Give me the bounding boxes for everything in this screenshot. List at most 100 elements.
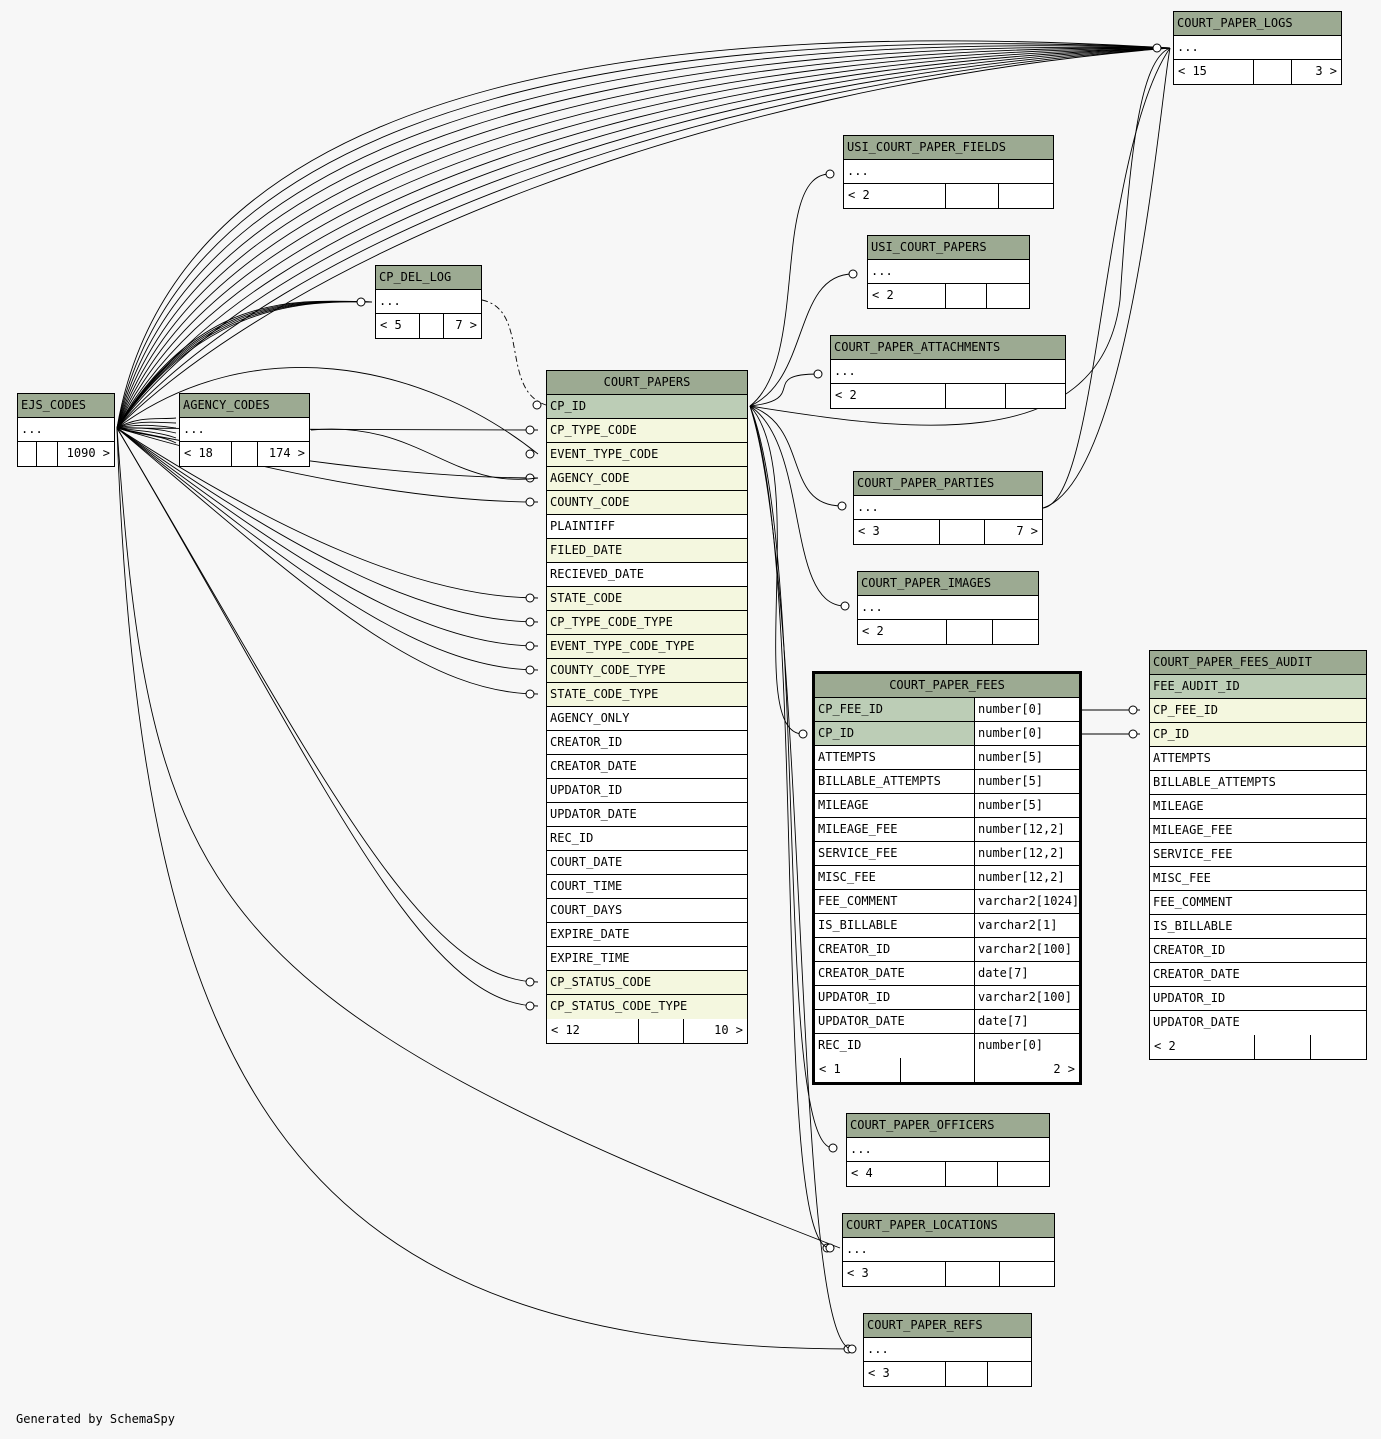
column-row[interactable]: CREATOR_ID xyxy=(547,731,747,755)
column-row[interactable]: UPDATOR_DATE xyxy=(1153,1015,1240,1029)
parent-count[interactable]: < 2 xyxy=(858,620,947,644)
parent-count[interactable]: < 1 xyxy=(815,1058,901,1082)
table-court-paper-refs[interactable]: COURT_PAPER_REFS ... < 3 xyxy=(863,1313,1032,1387)
column-row[interactable]: EXPIRE_DATE xyxy=(547,923,747,947)
column-row[interactable]: CP_STATUS_CODE_TYPE xyxy=(547,995,747,1019)
child-count[interactable]: 3 > xyxy=(1315,64,1337,78)
table-ejs-codes[interactable]: EJS_CODES ... 1090 > xyxy=(17,393,115,467)
child-count[interactable]: 1090 > xyxy=(66,446,110,460)
column-row[interactable]: EVENT_TYPE_CODE xyxy=(547,443,747,467)
child-count[interactable]: 174 > xyxy=(268,446,305,460)
table-usi-court-papers[interactable]: USI_COURT_PAPERS ... < 2 xyxy=(867,235,1030,309)
table-court-paper-parties[interactable]: COURT_PAPER_PARTIES ... < 3 7 > xyxy=(853,471,1043,545)
table-title[interactable]: USI_COURT_PAPERS xyxy=(868,236,1029,260)
table-title[interactable]: COURT_PAPER_PARTIES xyxy=(854,472,1042,496)
parent-count[interactable]: < 4 xyxy=(847,1162,946,1186)
column-row[interactable]: EXPIRE_TIME xyxy=(547,947,747,971)
table-title[interactable]: COURT_PAPER_FEES_AUDIT xyxy=(1150,651,1366,675)
table-court-paper-attachments[interactable]: COURT_PAPER_ATTACHMENTS ... < 2 xyxy=(830,335,1066,409)
parent-count[interactable]: < 3 xyxy=(843,1262,946,1286)
column-row[interactable]: EVENT_TYPE_CODE_TYPE xyxy=(547,635,747,659)
parent-count[interactable] xyxy=(18,442,37,466)
child-count[interactable] xyxy=(987,284,1029,308)
table-title[interactable]: COURT_PAPER_REFS xyxy=(864,1314,1031,1338)
column-row[interactable]: AGENCY_CODE xyxy=(547,467,747,491)
column-row[interactable]: CP_ID xyxy=(1150,723,1366,747)
child-count[interactable] xyxy=(1000,1262,1054,1286)
table-title[interactable]: COURT_PAPER_LOCATIONS xyxy=(843,1214,1054,1238)
column-row[interactable]: COURT_DATE xyxy=(547,851,747,875)
child-count[interactable]: 7 > xyxy=(1016,524,1038,538)
column-row[interactable]: COUNTY_CODE xyxy=(547,491,747,515)
parent-count[interactable]: < 3 xyxy=(864,1362,946,1386)
table-title[interactable]: AGENCY_CODES xyxy=(180,394,309,418)
column-row[interactable]: ATTEMPTS xyxy=(1150,747,1366,771)
column-row[interactable]: REC_ID xyxy=(547,827,747,851)
column-row[interactable]: SERVICE_FEE xyxy=(1150,843,1366,867)
column-row[interactable]: CREATOR_DATE xyxy=(1150,963,1366,987)
child-count[interactable] xyxy=(1006,384,1065,408)
column-row[interactable]: IS_BILLABLE xyxy=(1150,915,1366,939)
column-row[interactable]: FEE_AUDIT_ID xyxy=(1150,675,1366,699)
table-court-paper-images[interactable]: COURT_PAPER_IMAGES ... < 2 xyxy=(857,571,1039,645)
column-row[interactable]: CREATOR_DATE xyxy=(547,755,747,779)
column-row[interactable]: CP_ID xyxy=(547,395,747,419)
column-row[interactable]: CREATOR_ID xyxy=(1150,939,1366,963)
column-row[interactable]: RECIEVED_DATE xyxy=(547,563,747,587)
column-row[interactable]: CP_TYPE_CODE_TYPE xyxy=(547,611,747,635)
table-court-paper-logs[interactable]: COURT_PAPER_LOGS ... < 15 3 > xyxy=(1173,11,1342,85)
table-title[interactable]: COURT_PAPER_IMAGES xyxy=(858,572,1038,596)
table-cp-del-log[interactable]: CP_DEL_LOG ... < 5 7 > xyxy=(375,265,482,339)
table-court-paper-officers[interactable]: COURT_PAPER_OFFICERS ... < 4 xyxy=(846,1113,1050,1187)
column-row[interactable]: MISC_FEE xyxy=(1150,867,1366,891)
table-court-paper-locations[interactable]: COURT_PAPER_LOCATIONS ... < 3 xyxy=(842,1213,1055,1287)
table-agency-codes[interactable]: AGENCY_CODES ... < 18 174 > xyxy=(179,393,310,467)
column-row[interactable]: FILED_DATE xyxy=(547,539,747,563)
child-count[interactable] xyxy=(998,1162,1049,1186)
table-usi-court-paper-fields[interactable]: USI_COURT_PAPER_FIELDS ... < 2 xyxy=(843,135,1054,209)
parent-count[interactable]: < 2 xyxy=(1150,1035,1255,1059)
column-row[interactable]: CP_TYPE_CODE xyxy=(547,419,747,443)
table-title[interactable]: COURT_PAPER_OFFICERS xyxy=(847,1114,1049,1138)
column-row[interactable]: MILEAGE_FEE xyxy=(1150,819,1366,843)
column-row[interactable]: UPDATOR_ID xyxy=(547,779,747,803)
parent-count[interactable]: < 2 xyxy=(844,184,946,208)
table-title[interactable]: COURT_PAPER_FEES xyxy=(815,674,1079,698)
column-row[interactable]: COURT_DAYS xyxy=(547,899,747,923)
column-row[interactable]: STATE_CODE_TYPE xyxy=(547,683,747,707)
child-count[interactable] xyxy=(988,1362,1031,1386)
child-count[interactable]: 2 > xyxy=(1053,1062,1075,1076)
table-title[interactable]: EJS_CODES xyxy=(18,394,114,418)
child-count[interactable] xyxy=(1311,1035,1366,1059)
parent-count[interactable]: < 12 xyxy=(547,1019,639,1043)
parent-count[interactable]: < 15 xyxy=(1174,60,1254,84)
column-row[interactable]: PLAINTIFF xyxy=(547,515,747,539)
parent-count[interactable]: < 2 xyxy=(868,284,946,308)
column-row[interactable]: UPDATOR_ID xyxy=(1150,987,1366,1011)
column-row[interactable]: MILEAGE xyxy=(1150,795,1366,819)
table-title[interactable]: COURT_PAPER_LOGS xyxy=(1174,12,1341,36)
child-count[interactable]: 10 > xyxy=(714,1023,743,1037)
column-row[interactable]: CP_STATUS_CODE xyxy=(547,971,747,995)
parent-count[interactable]: < 3 xyxy=(854,520,940,544)
column-row[interactable]: COUNTY_CODE_TYPE xyxy=(547,659,747,683)
table-title[interactable]: CP_DEL_LOG xyxy=(376,266,481,290)
parent-count[interactable]: < 18 xyxy=(180,442,232,466)
child-count[interactable]: 7 > xyxy=(455,318,477,332)
table-title[interactable]: COURT_PAPERS xyxy=(547,371,747,395)
